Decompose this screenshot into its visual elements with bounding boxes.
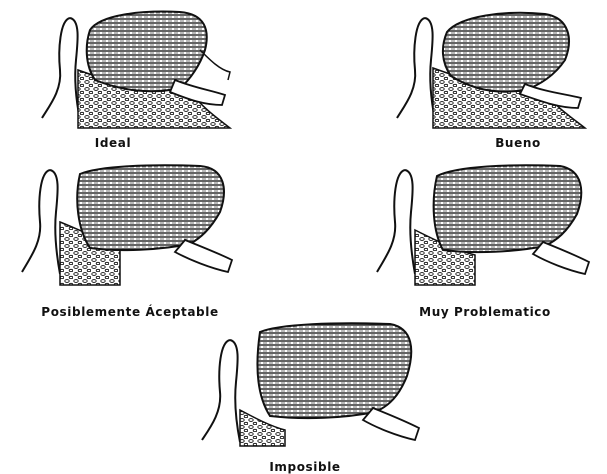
- caption-muy: Muy Problematico: [419, 305, 551, 319]
- illustration-bueno: [385, 10, 595, 130]
- illustration-ideal: [30, 10, 240, 130]
- caption-bueno: Bueno: [495, 136, 541, 150]
- caption-ideal: Ideal: [95, 136, 131, 150]
- caption-imposible: Imposible: [269, 460, 340, 474]
- caption-posiblemente: Posiblemente Áceptable: [41, 305, 218, 319]
- illustration-muy: [365, 160, 595, 290]
- illustration-imposible: [185, 320, 425, 450]
- illustration-posiblemente: [10, 160, 240, 290]
